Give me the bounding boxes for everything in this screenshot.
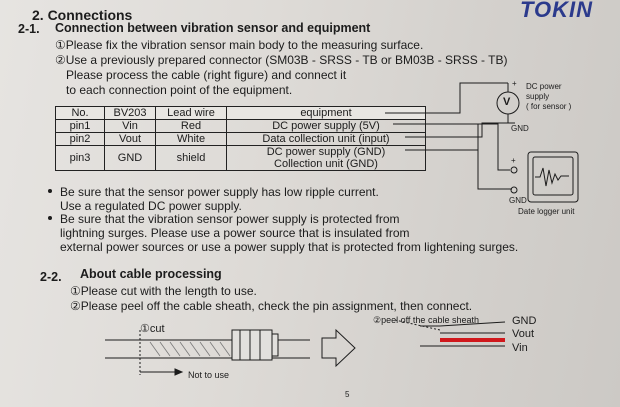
tokin-logo: TOKIN	[520, 0, 594, 22]
voltmeter-label: V	[503, 96, 511, 108]
bullet-icon	[48, 189, 52, 193]
instruction-line-3: Please process the cable (right figure) …	[66, 68, 347, 82]
not-to-use-label: Not to use	[188, 370, 230, 380]
for-sensor-label: ( for sensor )	[526, 102, 572, 111]
subsection-2-2-number: 2-2.	[40, 270, 62, 284]
voltmeter-symbol	[496, 91, 520, 115]
waveform-icon	[535, 167, 569, 187]
note-2: Be sure that the vibration sensor power …	[60, 212, 400, 226]
gnd-label-logger: GND	[509, 196, 527, 205]
dc-supply-label: supply	[526, 92, 550, 101]
bullet-icon	[48, 216, 52, 220]
table-header-cell: No.	[55, 106, 105, 120]
connection-table: No. BV203 Lead wire equipment pin1 Vin R…	[55, 106, 426, 171]
dc-power-label: DC power	[526, 82, 562, 91]
table-cell: shield	[155, 145, 227, 171]
plus-label: +	[512, 79, 517, 88]
arrow-right-icon	[321, 328, 356, 368]
gnd-wire-label: GND	[512, 315, 537, 327]
cut-instruction: ①Please cut with the length to use.	[70, 284, 257, 298]
table-cell: pin3	[55, 145, 105, 171]
page-number: 5	[345, 390, 350, 399]
table-cell: DC power supply (GND)	[226, 145, 426, 158]
instruction-line-1: ①Please fix the vibration sensor main bo…	[55, 38, 424, 52]
data-logger-label: Date logger unit	[518, 207, 575, 216]
table-header-cell: Lead wire	[155, 106, 227, 120]
subsection-2-1-title: Connection between vibration sensor and …	[55, 21, 371, 35]
instruction-line-4: to each connection point of the equipmen…	[66, 83, 293, 97]
vout-wire-label: Vout	[512, 328, 535, 340]
table-header-row: No. BV203 Lead wire equipment	[55, 106, 426, 120]
instruction-line-2: ②Use a previously prepared connector (SM…	[55, 53, 508, 67]
table-row: pin2 Vout White Data collection unit (in…	[55, 132, 426, 146]
note-1b: Use a regulated DC power supply.	[60, 199, 242, 213]
subsection-2-1-number: 2-1.	[18, 22, 40, 36]
table-cell: GND	[104, 145, 156, 171]
table-cell: Vin	[104, 119, 156, 133]
subsection-2-2-title: About cable processing	[80, 267, 222, 281]
table-row: pin3 GND shield DC power supply (GND)	[55, 145, 426, 171]
table-row-continued: Collection unit (GND)	[56, 158, 426, 171]
note-1: Be sure that the sensor power supply has…	[60, 185, 379, 199]
note-2b: lightning surges. Please use a power sou…	[60, 226, 410, 240]
plus-label-logger: +	[511, 156, 516, 165]
table-row: pin1 Vin Red DC power supply (5V)	[55, 119, 426, 133]
gnd-label-top: GND	[511, 124, 529, 133]
peel-label: ②peel off the cable sheath	[373, 315, 479, 325]
table-cell: White	[155, 132, 227, 146]
note-2c: external power sources or use a power su…	[60, 240, 519, 254]
vin-wire-label: Vin	[512, 342, 528, 354]
table-cell: Collection unit (GND)	[226, 158, 426, 171]
cut-label: ①cut	[140, 323, 165, 335]
section-title: 2. Connections	[32, 7, 133, 23]
table-cell: Data collection unit (input)	[226, 132, 426, 146]
table-cell: Vout	[104, 132, 156, 146]
table-cell: Red	[155, 119, 227, 133]
peel-instruction: ②Please peel off the cable sheath, check…	[70, 299, 473, 313]
